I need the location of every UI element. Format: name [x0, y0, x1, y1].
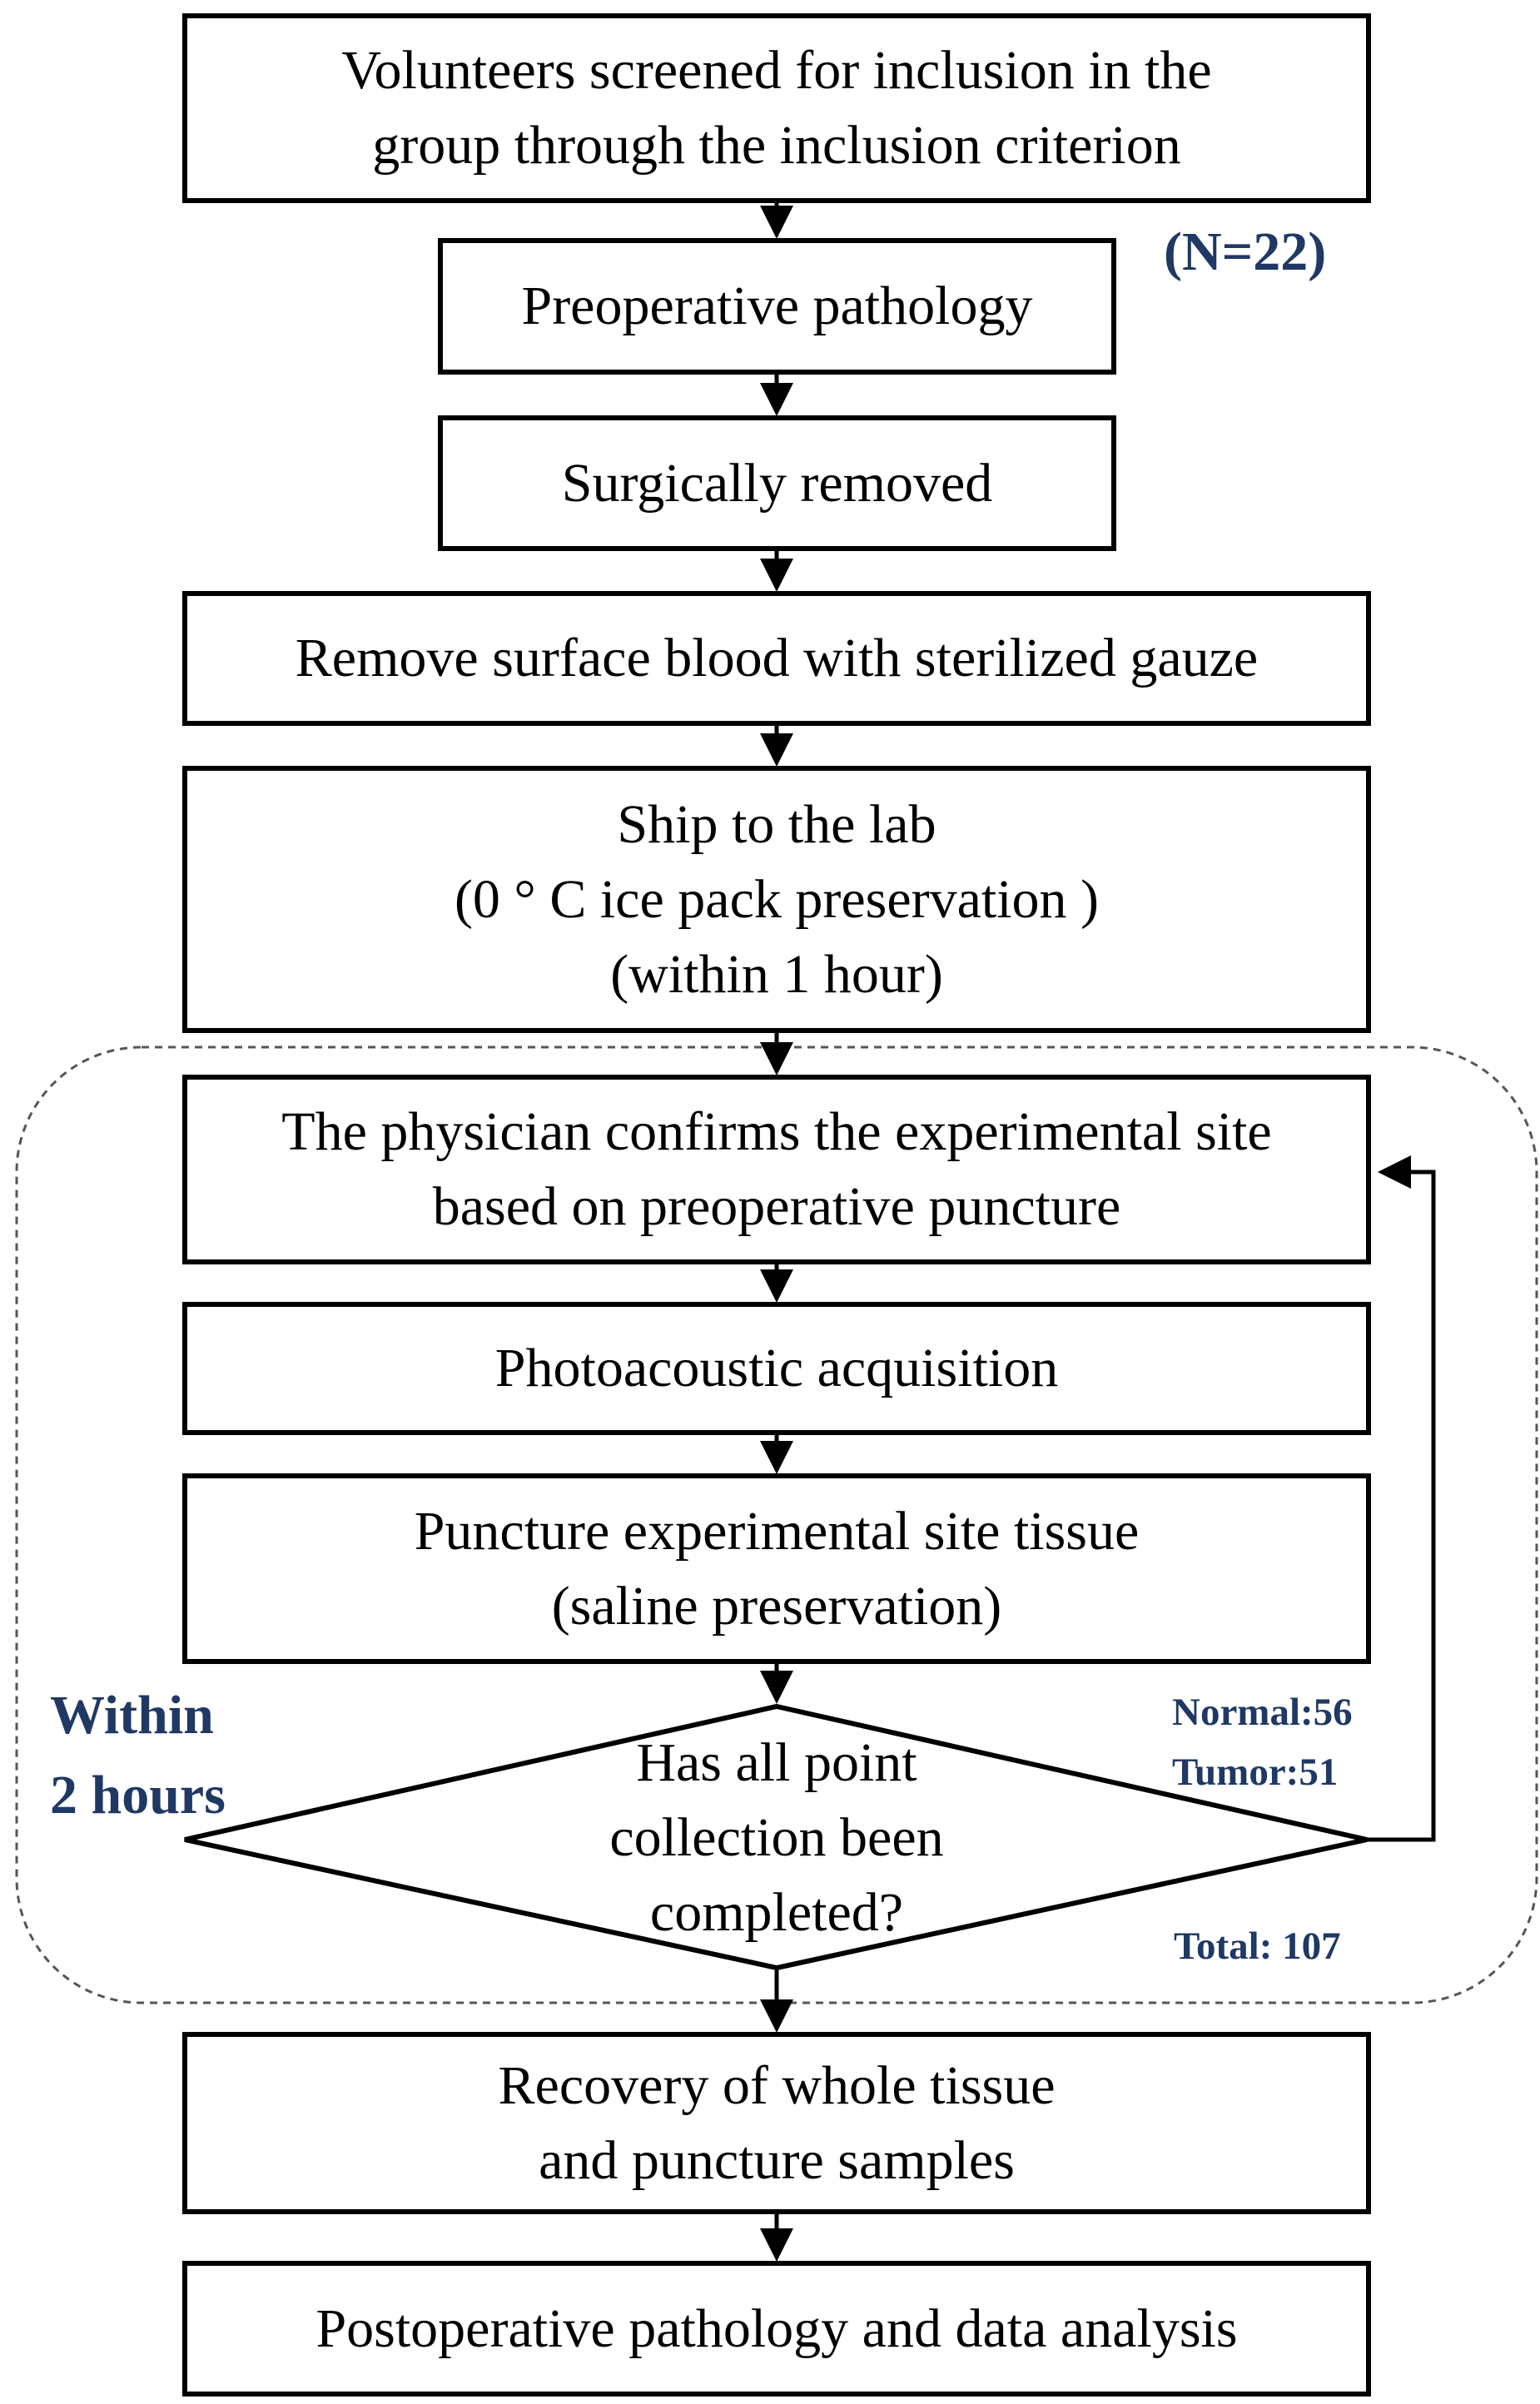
screening-box: Volunteers screened for inclusion in the… — [182, 13, 1371, 203]
tumor-count-note: Tumor:51 — [1172, 1751, 1339, 1794]
surgical-removal-label: Surgically removed — [561, 452, 993, 514]
remove-blood-box: Remove surface blood with sterilized gau… — [182, 591, 1371, 726]
recovery-label: Recovery of whole tissue and puncture sa… — [498, 2054, 1056, 2191]
loop-back-arrow — [1367, 1155, 1436, 1842]
physician-confirms-label: The physician confirms the experimental … — [281, 1101, 1272, 1237]
photoacoustic-box: Photoacoustic acquisition — [182, 1302, 1371, 1435]
recovery-box: Recovery of whole tissue and puncture sa… — [182, 2032, 1371, 2214]
physician-confirms-box: The physician confirms the experimental … — [182, 1075, 1371, 1264]
puncture-label: Puncture experimental site tissue (salin… — [414, 1500, 1140, 1637]
ship-to-lab-box: Ship to the lab (0 ° C ice pack preserva… — [182, 766, 1371, 1033]
preoperative-pathology-box: Preoperative pathology — [438, 238, 1116, 375]
normal-count-note: Normal:56 — [1172, 1691, 1353, 1734]
ship-to-lab-label: Ship to the lab (0 ° C ice pack preserva… — [454, 793, 1100, 1005]
preoperative-pathology-label: Preoperative pathology — [521, 276, 1033, 336]
postoperative-box: Postoperative pathology and data analysi… — [182, 2261, 1371, 2397]
remove-blood-label: Remove surface blood with sterilized gau… — [295, 628, 1259, 688]
photoacoustic-label: Photoacoustic acquisition — [494, 1338, 1059, 1398]
decision-label: Has all point collection been completed? — [609, 1732, 944, 1943]
screening-label: Volunteers screened for inclusion in the… — [341, 40, 1212, 176]
postoperative-label: Postoperative pathology and data analysi… — [315, 2297, 1238, 2359]
puncture-box: Puncture experimental site tissue (salin… — [182, 1473, 1371, 1664]
time-window-note: Within 2 hours — [50, 1685, 226, 1825]
surgical-removal-box: Surgically removed — [438, 415, 1116, 551]
total-count-note: Total: 107 — [1174, 1925, 1341, 1968]
decision-diamond — [184, 1703, 1368, 1971]
sample-size-note: (N=22) — [1164, 221, 1327, 282]
